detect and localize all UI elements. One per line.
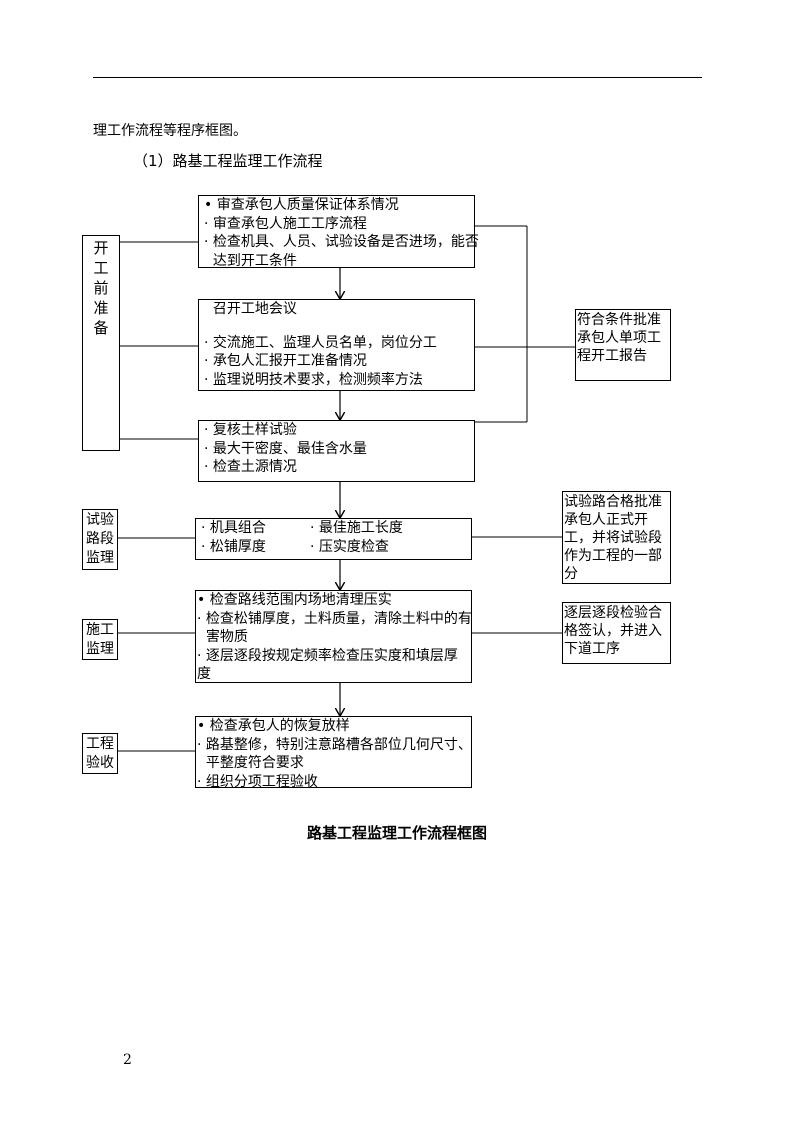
page-number: 2 bbox=[123, 1052, 132, 1068]
step-box-4: · 机具组合 · 松铺厚度 · 最佳施工长度 · 压实度检查 bbox=[195, 518, 472, 560]
step3-line: · 复核土样试验 bbox=[204, 422, 297, 438]
intro-text: 理工作流程等程序框图。 bbox=[93, 123, 247, 139]
step-box-1: • 审查承包人质量保证体系情况 · 审查承包人施工工序流程 · 检查机具、人员、… bbox=[198, 195, 479, 269]
step4-item: · 机具组合 bbox=[201, 520, 266, 536]
step5-line: 害物质 bbox=[197, 629, 248, 645]
step5-line: • 检查路线范围内场地清理压实 bbox=[197, 592, 392, 608]
step2-line: 召开工地会议 bbox=[204, 301, 297, 317]
step4-item: · 松铺厚度 bbox=[201, 538, 266, 555]
header-rule bbox=[93, 77, 702, 78]
step3-line: · 最大干密度、最佳含水量 bbox=[204, 440, 367, 457]
label-pre-start: 开工前准备 bbox=[82, 235, 120, 451]
step1-line: 达到开工条件 bbox=[204, 252, 297, 269]
layer-check-box: 逐层逐段检验合格签认，并进入下道工序 bbox=[562, 602, 671, 664]
step4-item: · 最佳施工长度 bbox=[310, 520, 403, 536]
step1-line: • 审查承包人质量保证体系情况 bbox=[204, 197, 399, 213]
step-box-5: • 检查路线范围内场地清理压实 · 检查松铺厚度，土料质量，清除土料中的有 害物… bbox=[195, 590, 472, 683]
step6-line: · 组织分项工程验收 bbox=[197, 773, 318, 790]
label-test-section: 试验路段监理 bbox=[82, 509, 118, 570]
section-title: （1）路基工程监理工作流程 bbox=[133, 152, 323, 170]
step5-line: · 逐层逐段按规定频率检查压实度和填层厚 bbox=[197, 647, 458, 664]
step2-line bbox=[204, 319, 474, 334]
step1-line: · 审查承包人施工工序流程 bbox=[204, 215, 367, 232]
figure-caption: 路基工程监理工作流程框图 bbox=[306, 824, 487, 842]
step-box-6: • 检查承包人的恢复放样 · 路基整修，特别注意路槽各部位几何尺寸、 平整度符合… bbox=[195, 716, 472, 790]
label-acceptance: 工程验收 bbox=[82, 733, 118, 774]
step-box-3: · 复核土样试验 · 最大干密度、最佳含水量 · 检查土源情况 bbox=[198, 420, 475, 482]
step2-line: · 交流施工、监理人员名单，岗位分工 bbox=[204, 334, 437, 351]
step6-line: • 检查承包人的恢复放样 bbox=[197, 718, 350, 734]
step2-line: · 承包人汇报开工准备情况 bbox=[204, 353, 367, 369]
step6-line: 平整度符合要求 bbox=[197, 755, 304, 771]
step4-item: · 压实度检查 bbox=[310, 538, 389, 555]
step2-line: · 监理说明技术要求，检测频率方法 bbox=[204, 371, 423, 388]
approval-box: 符合条件批准承包人单项工程开工报告 bbox=[575, 309, 671, 381]
step-box-2: 召开工地会议 · 交流施工、监理人员名单，岗位分工 · 承包人汇报开工准备情况 … bbox=[198, 299, 475, 391]
label-construction: 施工监理 bbox=[82, 619, 118, 660]
step6-line: · 路基整修，特别注意路槽各部位几何尺寸、 bbox=[197, 736, 472, 753]
step1-line: · 检查机具、人员、试验设备是否进场，能否 bbox=[204, 234, 479, 250]
step5-line: 度 bbox=[197, 666, 211, 682]
step3-line: · 检查土源情况 bbox=[204, 459, 297, 475]
step5-line: · 检查松铺厚度，土料质量，清除土料中的有 bbox=[197, 610, 472, 627]
test-pass-box: 试验路合格批准承包人正式开工，并将试验段作为工程的一部分 bbox=[562, 491, 671, 584]
